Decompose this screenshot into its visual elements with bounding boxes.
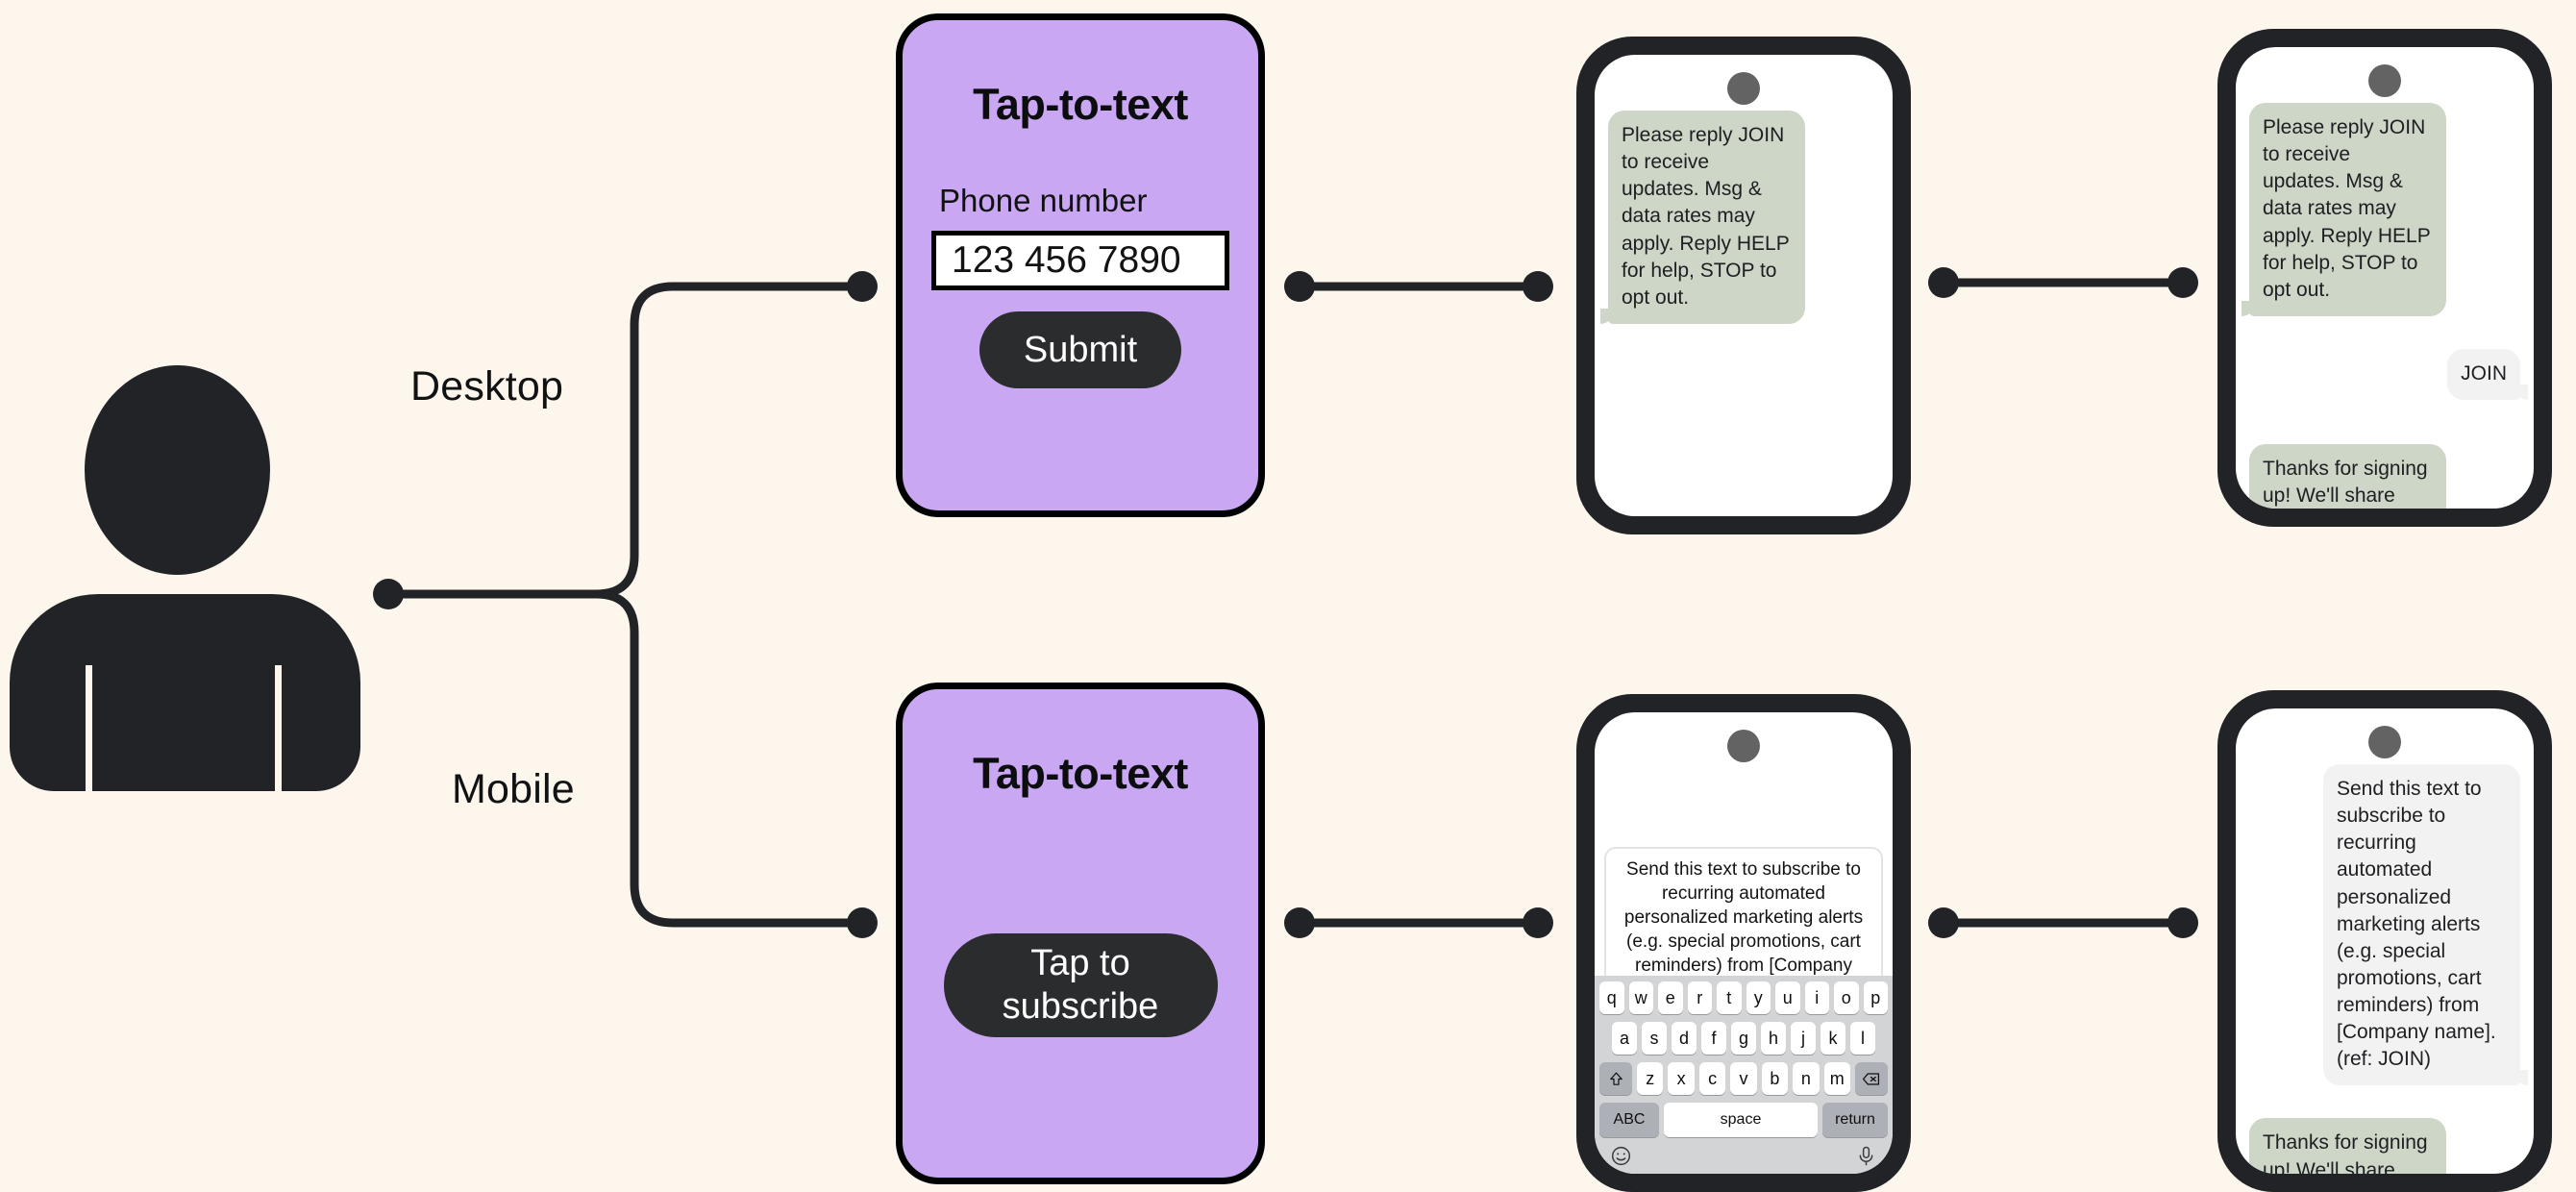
keyboard-row-1: q w e r t y u i o p [1599, 981, 1888, 1014]
avatar-body [10, 594, 360, 791]
message-thread: Please reply JOIN to receive updates. Ms… [1595, 111, 1893, 324]
message-bubble-outgoing: JOIN [2447, 348, 2528, 401]
key-e[interactable]: e [1658, 981, 1683, 1014]
desktop-card-title: Tap-to-text [973, 80, 1188, 129]
key-return[interactable]: return [1822, 1103, 1888, 1137]
camera-dot-icon [1727, 730, 1760, 762]
avatar-arm-right [275, 665, 282, 791]
connector-branch-desktop [595, 282, 858, 599]
phone-screen: Send this text to subscribe to recurring… [1595, 712, 1893, 1174]
camera-dot-icon [2368, 726, 2401, 758]
message-bubble-outgoing: Send this text to subscribe to recurring… [2323, 764, 2528, 1086]
tap-to-subscribe-line2: subscribe [1002, 986, 1159, 1027]
key-space[interactable]: space [1664, 1103, 1818, 1137]
phone-screen: Please reply JOIN to receive updates. Ms… [1595, 55, 1893, 516]
connector-dot-mobile-end [847, 907, 878, 938]
key-a[interactable]: a [1612, 1022, 1637, 1055]
connector-dot-d2-right [2167, 267, 2198, 298]
connector-branch-mobile [595, 589, 858, 928]
key-m[interactable]: m [1823, 1062, 1850, 1095]
message-thread: Please reply JOIN to receive updates. Ms… [2236, 103, 2534, 509]
key-k[interactable]: k [1821, 1022, 1845, 1055]
camera-dot-icon [2368, 64, 2401, 97]
connector-dot-m2-right [2167, 907, 2198, 938]
submit-button[interactable]: Submit [979, 311, 1181, 388]
backspace-icon[interactable] [1854, 1062, 1888, 1095]
message-bubble-incoming: Thanks for signing up! We'll share new r… [2249, 1118, 2446, 1174]
shift-icon[interactable] [1599, 1062, 1633, 1095]
key-c[interactable]: c [1698, 1062, 1726, 1095]
camera-dot-icon [1727, 72, 1760, 105]
connector-dot-d1-left [1284, 271, 1315, 302]
sms-compose-field[interactable]: Send this text to subscribe to recurring… [1604, 847, 1883, 1015]
message-thread: Send this text to subscribe to recurring… [2236, 764, 2534, 1174]
mobile-signup-card: Tap-to-text Tap to subscribe [896, 683, 1265, 1184]
key-p[interactable]: p [1863, 981, 1888, 1014]
connector-dot-trunk-start [373, 579, 404, 609]
connector-dot-d1-right [1523, 271, 1553, 302]
phone-number-label: Phone number [939, 183, 1148, 218]
key-r[interactable]: r [1687, 981, 1712, 1014]
key-q[interactable]: q [1599, 981, 1624, 1014]
spacer [2249, 400, 2520, 444]
key-v[interactable]: v [1730, 1062, 1757, 1095]
emoji-icon[interactable] [1610, 1145, 1632, 1167]
desktop-signup-card: Tap-to-text Phone number 123 456 7890 Su… [896, 13, 1265, 517]
key-i[interactable]: i [1804, 981, 1829, 1014]
key-o[interactable]: o [1834, 981, 1859, 1014]
connector-dot-m2-left [1928, 907, 1959, 938]
key-y[interactable]: y [1746, 981, 1771, 1014]
phone-mockup-mobile-2: Send this text to subscribe to recurring… [2217, 690, 2552, 1192]
avatar-arm-left [86, 665, 92, 791]
key-b[interactable]: b [1761, 1062, 1789, 1095]
tap-to-subscribe-line1: Tap to [1030, 943, 1130, 984]
branch-label-desktop: Desktop [410, 363, 564, 410]
onscreen-keyboard[interactable]: q w e r t y u i o p a s d f g h [1595, 976, 1893, 1174]
phone-mockup-desktop-2: Please reply JOIN to receive updates. Ms… [2217, 29, 2552, 527]
connector-dot-d2-left [1928, 267, 1959, 298]
connector-dot-m1-right [1523, 907, 1553, 938]
keyboard-row-2: a s d f g h j k l [1599, 1022, 1888, 1055]
message-bubble-incoming: Please reply JOIN to receive updates. Ms… [1600, 111, 1805, 324]
phone-screen: Send this text to subscribe to recurring… [2236, 708, 2534, 1174]
connector-dot-m1-left [1284, 907, 1315, 938]
key-f[interactable]: f [1701, 1022, 1726, 1055]
key-u[interactable]: u [1775, 981, 1800, 1014]
key-d[interactable]: d [1672, 1022, 1697, 1055]
key-n[interactable]: n [1793, 1062, 1820, 1095]
phone-number-input[interactable]: 123 456 7890 [931, 231, 1229, 290]
microphone-icon[interactable] [1855, 1145, 1877, 1167]
mobile-card-title: Tap-to-text [973, 749, 1188, 798]
key-z[interactable]: z [1637, 1062, 1664, 1095]
key-h[interactable]: h [1761, 1022, 1786, 1055]
message-bubble-incoming: Please reply JOIN to receive updates. Ms… [2242, 103, 2446, 316]
key-s[interactable]: s [1642, 1022, 1667, 1055]
key-abc[interactable]: ABC [1599, 1103, 1659, 1137]
key-x[interactable]: x [1668, 1062, 1695, 1095]
message-bubble-incoming: Thanks for signing up! We'll share new r… [2249, 444, 2446, 509]
phone-mockup-mobile-1: Send this text to subscribe to recurring… [1576, 694, 1911, 1192]
user-avatar-icon [10, 365, 360, 791]
keyboard-row-4: ABC space return [1599, 1103, 1888, 1137]
keyboard-row-3: z x c v b n m [1599, 1062, 1888, 1095]
keyboard-utility-row [1599, 1145, 1888, 1174]
connector-dot-desktop-end [847, 271, 878, 302]
phone-mockup-desktop-1: Please reply JOIN to receive updates. Ms… [1576, 37, 1911, 534]
branch-label-mobile: Mobile [452, 766, 575, 812]
key-w[interactable]: w [1628, 981, 1653, 1014]
phone-screen: Please reply JOIN to receive updates. Ms… [2236, 47, 2534, 509]
key-l[interactable]: l [1850, 1022, 1875, 1055]
key-t[interactable]: t [1717, 981, 1742, 1014]
key-g[interactable]: g [1731, 1022, 1756, 1055]
avatar-head [85, 365, 270, 575]
tap-to-subscribe-button[interactable]: Tap to subscribe [943, 933, 1218, 1037]
key-j[interactable]: j [1791, 1022, 1816, 1055]
spacer [2249, 1085, 2520, 1118]
spacer [2249, 316, 2520, 349]
